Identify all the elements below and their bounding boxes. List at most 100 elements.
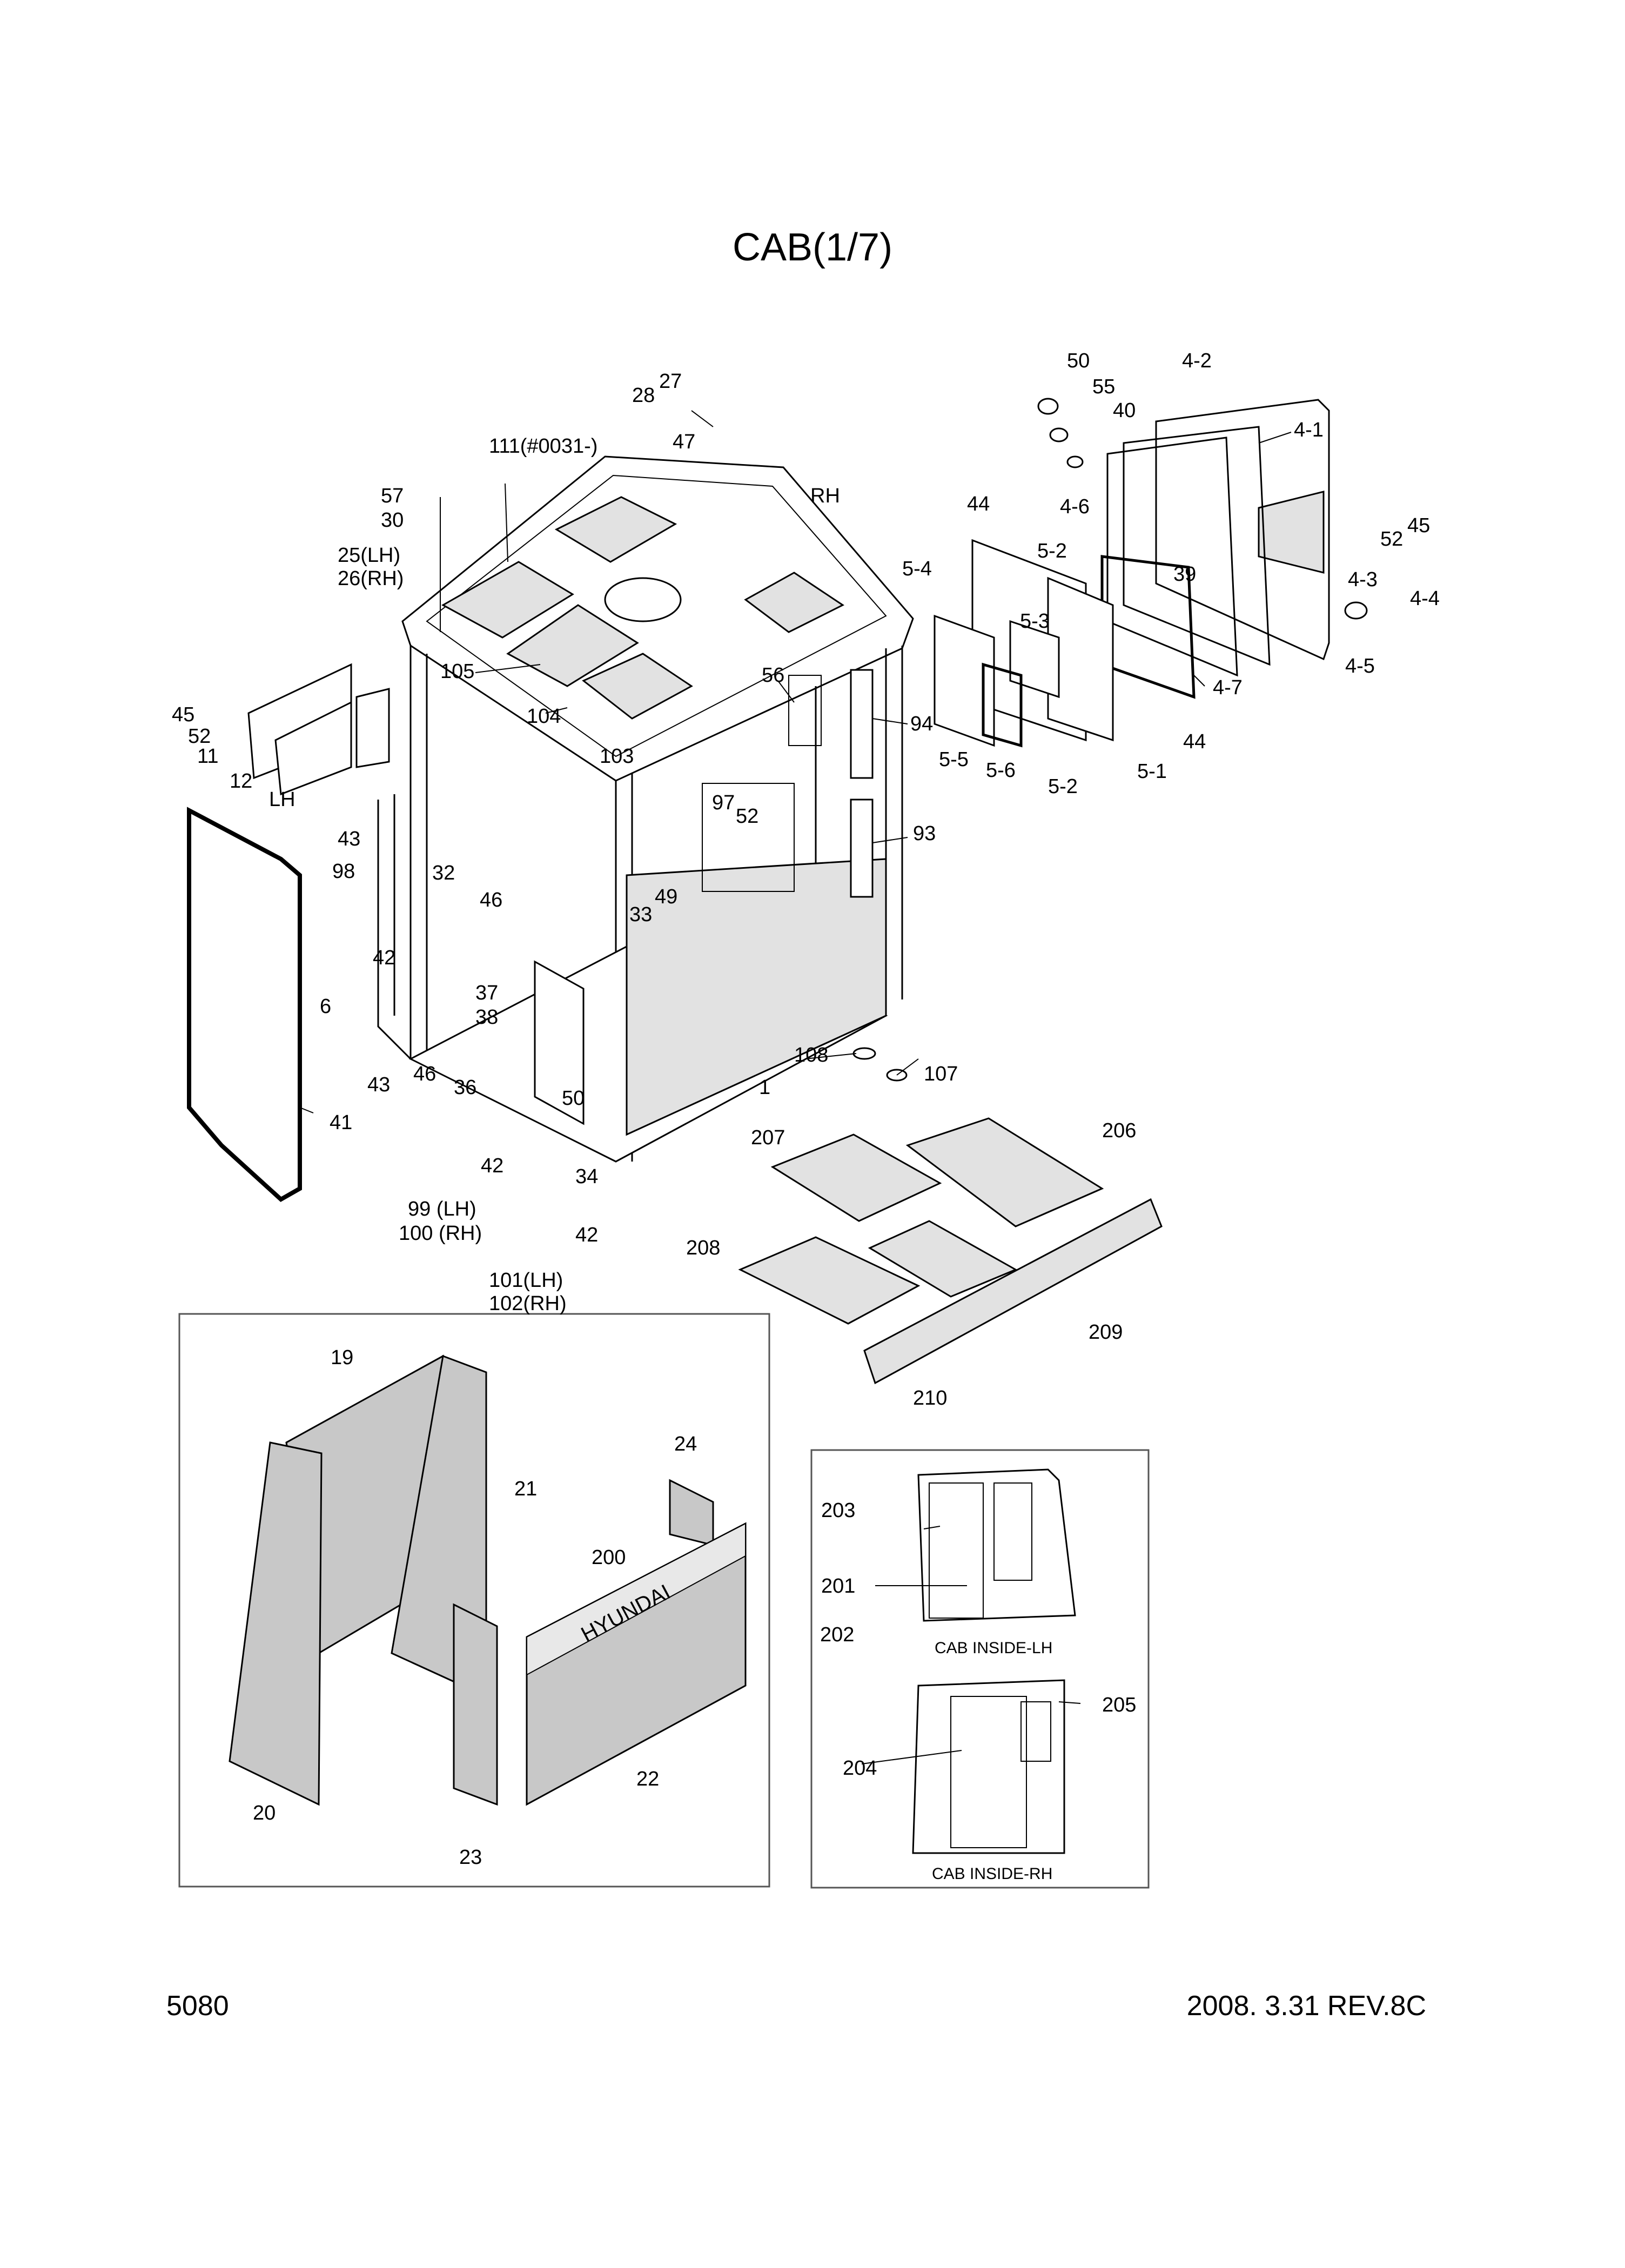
panel-24 xyxy=(669,1479,714,1546)
label-43b: 43 xyxy=(367,1073,390,1096)
label-24: 24 xyxy=(674,1433,697,1455)
nut-50 xyxy=(1037,398,1059,415)
floor-mats xyxy=(738,1117,1163,1385)
callout-labels: 111(#0031-) 27 28 47 RH 57 30 25(LH) 26(… xyxy=(172,350,1440,1883)
label-39: 39 xyxy=(1173,563,1196,586)
label-93: 93 xyxy=(913,822,936,845)
box-5-5 xyxy=(934,614,995,747)
label-4-7: 4-7 xyxy=(1213,676,1243,699)
mat-210 xyxy=(868,1220,1018,1298)
rear-window xyxy=(702,783,795,892)
label-37: 37 xyxy=(475,982,498,1004)
label-111: 111(#0031-) xyxy=(489,435,597,458)
panel-20 xyxy=(229,1441,323,1806)
mat-207 xyxy=(770,1133,942,1222)
label-47: 47 xyxy=(673,431,695,453)
label-46b: 46 xyxy=(413,1063,436,1085)
washer-40 xyxy=(1066,455,1084,468)
label-52c: 52 xyxy=(1380,528,1403,551)
roof-panel xyxy=(441,561,574,639)
label-44b: 44 xyxy=(1183,730,1206,753)
label-36: 36 xyxy=(454,1076,476,1099)
page-title: CAB(1/7) xyxy=(733,226,892,269)
label-12: 12 xyxy=(230,770,252,793)
label-44: 44 xyxy=(967,493,990,515)
label-26: 26(RH) xyxy=(338,567,404,590)
revision-date: 2008. 3.31 REV.8C xyxy=(1187,1990,1426,2022)
label-5-1: 5-1 xyxy=(1137,760,1167,783)
lower-door-panel xyxy=(534,960,585,1125)
leader-lines xyxy=(299,410,1292,1764)
label-200: 200 xyxy=(592,1546,626,1569)
mat-206 xyxy=(905,1117,1104,1227)
label-21: 21 xyxy=(514,1478,537,1500)
panel-22-band xyxy=(526,1522,746,1676)
louver-4-1 xyxy=(1258,491,1325,574)
door-seal-41 xyxy=(187,807,302,1202)
bracket-94 xyxy=(850,669,874,779)
label-97: 97 xyxy=(712,791,735,814)
handle-25-26 xyxy=(355,688,390,768)
label-99: 99 (LH) xyxy=(408,1198,476,1220)
label-42: 42 xyxy=(373,947,395,969)
plate-12 xyxy=(274,701,352,796)
label-98: 98 xyxy=(332,860,355,883)
label-210: 210 xyxy=(913,1387,947,1410)
mount-washer-108 xyxy=(852,1047,876,1060)
label-4-4: 4-4 xyxy=(1410,587,1440,610)
label-42b: 42 xyxy=(481,1155,503,1177)
label-102: 102(RH) xyxy=(489,1292,567,1315)
label-43: 43 xyxy=(338,828,360,850)
roof-inner-edge xyxy=(426,474,887,757)
caption-cab-inside-lh: CAB INSIDE-LH xyxy=(935,1639,1052,1657)
cab-inside-lh-sketch xyxy=(917,1468,1076,1622)
mat-208 xyxy=(738,1236,921,1325)
label-46: 46 xyxy=(480,889,502,911)
label-41: 41 xyxy=(330,1111,352,1134)
label-rh: RH xyxy=(810,485,840,507)
label-33: 33 xyxy=(629,903,652,926)
label-5-4: 5-4 xyxy=(902,558,932,580)
caption-cab-inside-rh: CAB INSIDE-RH xyxy=(932,1865,1052,1883)
label-34: 34 xyxy=(575,1165,598,1188)
bracket-93 xyxy=(850,799,874,898)
label-56: 56 xyxy=(762,664,784,687)
cab-rh-window xyxy=(1020,1701,1051,1762)
washer-55 xyxy=(1049,427,1069,442)
label-207: 207 xyxy=(751,1126,785,1149)
label-32: 32 xyxy=(432,862,455,884)
cab-rh-outline xyxy=(912,1679,1065,1854)
label-27: 27 xyxy=(659,370,682,393)
door-frame xyxy=(377,800,412,1060)
label-49: 49 xyxy=(655,885,677,908)
label-23: 23 xyxy=(459,1846,482,1869)
label-25: 25(LH) xyxy=(338,544,400,567)
label-4-3: 4-3 xyxy=(1348,568,1378,591)
roof-panel xyxy=(744,572,844,633)
label-105: 105 xyxy=(440,660,474,683)
label-208: 208 xyxy=(686,1237,720,1259)
label-103: 103 xyxy=(600,745,634,768)
label-50: 50 xyxy=(1067,350,1090,372)
page-number: 5080 xyxy=(166,1990,229,2022)
label-45: 45 xyxy=(172,703,194,726)
label-38: 38 xyxy=(475,1006,498,1029)
rear-lower-panel xyxy=(626,858,887,1136)
label-209: 209 xyxy=(1089,1321,1123,1344)
label-201: 201 xyxy=(821,1575,855,1598)
cab-lh-door xyxy=(929,1482,984,1619)
cab-inside-box xyxy=(810,1449,1150,1889)
label-108: 108 xyxy=(794,1044,828,1066)
label-19: 19 xyxy=(331,1346,353,1369)
seal-5-6 xyxy=(982,662,1023,748)
window-frame-4-1 xyxy=(1155,399,1330,661)
label-4-6: 4-6 xyxy=(1060,495,1090,518)
label-4-5: 4-5 xyxy=(1345,655,1375,677)
roof-panel xyxy=(506,604,639,687)
label-94: 94 xyxy=(910,713,933,735)
label-203: 203 xyxy=(821,1499,855,1522)
label-57: 57 xyxy=(381,485,404,507)
mat-209 xyxy=(863,1198,1163,1385)
panel-23 xyxy=(453,1603,498,1806)
